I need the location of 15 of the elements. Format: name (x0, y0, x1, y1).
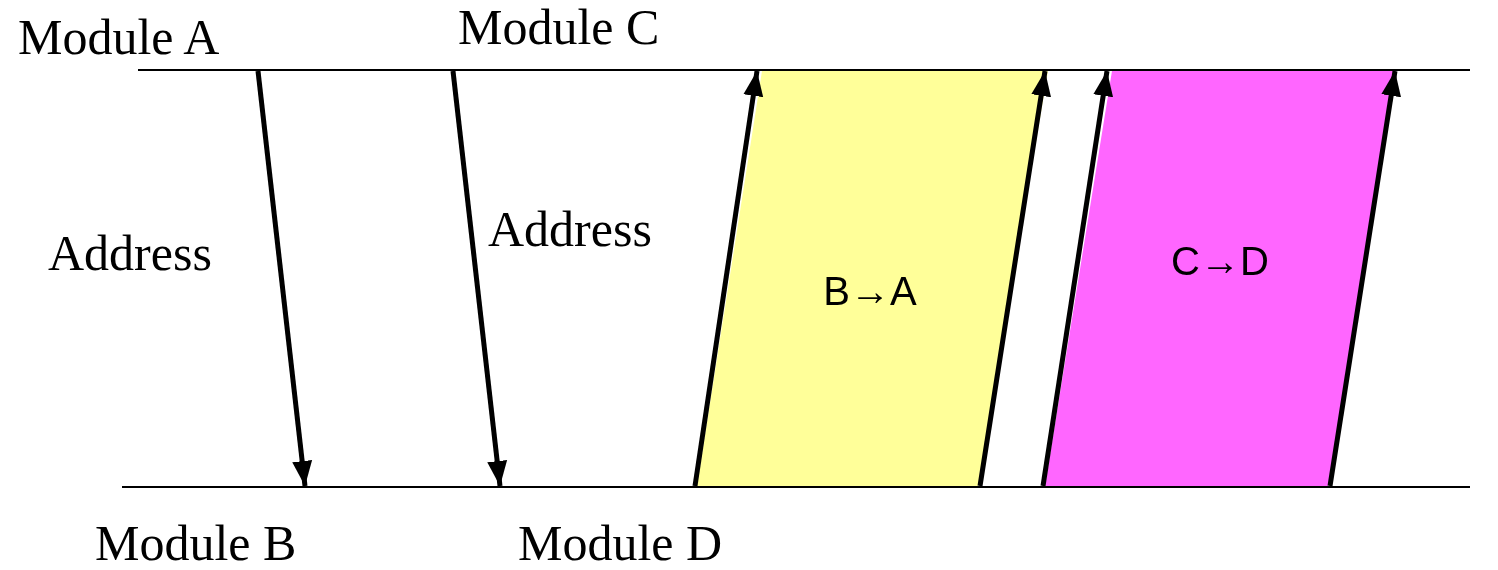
module-label: Module A (18, 12, 220, 62)
band-label: C→D (1171, 238, 1269, 284)
timeline-line (122, 486, 1470, 488)
transfer-band (695, 71, 1050, 486)
band-label: B→A (823, 268, 917, 314)
module-label: Module D (518, 518, 723, 568)
arrow (450, 70, 508, 487)
module-label: Module B (95, 518, 297, 568)
arrow (692, 70, 764, 487)
arrow (1040, 70, 1114, 487)
arrow (977, 70, 1051, 487)
arrow (1327, 70, 1401, 487)
arrow (255, 70, 313, 487)
module-label: Module C (458, 2, 660, 52)
timeline-line (138, 69, 1470, 71)
